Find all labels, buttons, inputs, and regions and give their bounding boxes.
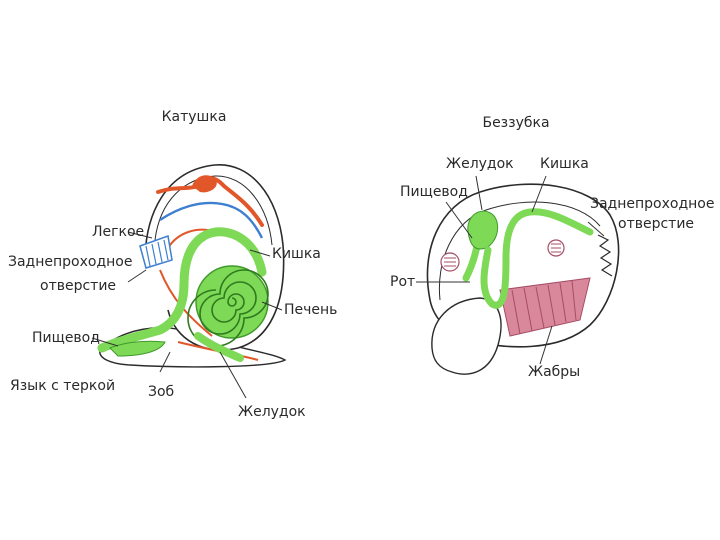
label-crop: Зоб [148,384,174,400]
label-m-anus-line2: отверстие [618,216,694,232]
label-tongue: Язык с теркой [10,378,115,394]
label-m-intestine: Кишка [540,156,589,172]
label-intestine: Кишка [272,246,321,262]
label-m-gills: Жабры [528,364,580,380]
snail-title: Катушка [162,109,227,125]
snail-diagram: Катушка [8,109,337,420]
label-m-stomach: Желудок [446,156,514,172]
mussel-title: Беззубка [482,115,549,131]
lead-anus [128,270,146,282]
label-m-anus-line1: Заднепроходное [590,196,714,212]
label-anus-line1: Заднепроходное [8,254,132,270]
label-m-mouth: Рот [390,274,415,290]
label-m-esophagus: Пищевод [400,184,468,200]
label-stomach: Желудок [238,404,306,420]
label-lung: Легкое [92,224,144,240]
label-liver: Печень [284,302,337,318]
mussel-diagram: Беззубка Желудок Кишка Пи [390,115,714,380]
label-anus-line2: отверстие [40,278,116,294]
label-esophagus: Пищевод [32,330,100,346]
